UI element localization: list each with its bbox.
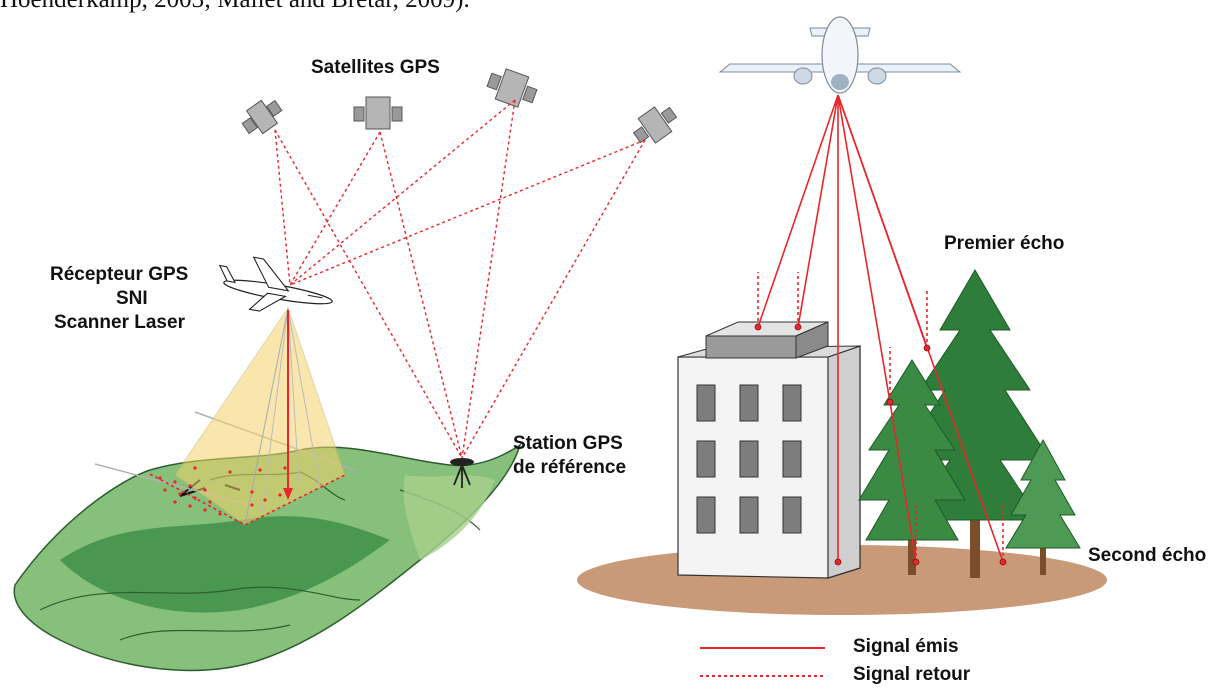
gps-station-icon: [450, 458, 474, 488]
satellite-icon: [241, 99, 283, 135]
header-caption: Hoenderkamp, 2003; Mallet and Bretar, 20…: [0, 0, 470, 14]
building: [677, 321, 861, 579]
first-echo-label: Premier écho: [944, 233, 1065, 254]
satellites-label: Satellites GPS: [311, 57, 440, 78]
scan-points: [158, 466, 287, 516]
satellite-icon: [486, 68, 538, 108]
emitted-signals: [757, 94, 1004, 563]
satellite-icon: [632, 106, 678, 144]
legend-return-label: Signal retour: [853, 664, 971, 685]
laser-cone: [174, 306, 346, 526]
satellite-icon: [353, 96, 403, 130]
terrain: [13, 443, 522, 672]
station-label-line1: Station GPS: [513, 433, 623, 454]
lidar-aircraft-icon: [718, 16, 962, 94]
receiver-label-line1: Récepteur GPS: [50, 264, 189, 285]
receiver-label-line2: SNI: [116, 288, 148, 309]
return-signals: [757, 272, 1004, 562]
receiver-label-line3: Scanner Laser: [54, 312, 185, 333]
survey-aircraft-icon: [218, 256, 333, 312]
gps-signals: [274, 99, 646, 459]
echo-points: [754, 323, 1007, 566]
tree-icon: [1005, 438, 1081, 575]
station-label-line2: de référence: [513, 457, 627, 478]
legend-emitted-label: Signal émis: [853, 636, 959, 657]
second-echo-label: Second écho: [1088, 545, 1207, 566]
